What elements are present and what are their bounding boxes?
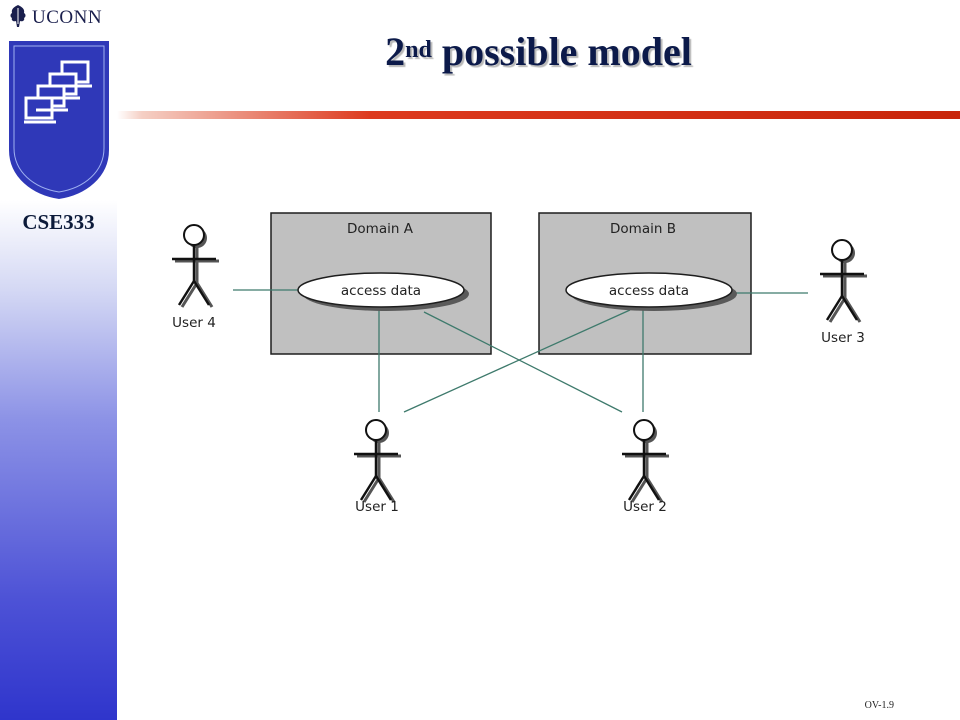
domain-b-label: Domain B	[610, 221, 676, 237]
title-prefix: 2	[385, 29, 406, 74]
uconn-brand: UCONN	[8, 4, 103, 33]
use-case-a	[297, 272, 465, 308]
actor-user-4-label: User 4	[172, 315, 216, 331]
use-case-a-label: access data	[341, 283, 421, 299]
course-code: CSE333	[22, 210, 95, 234]
cse-seal-logo	[4, 38, 114, 202]
oak-leaf-icon	[8, 4, 28, 33]
slide-title: 2nd possible model	[117, 28, 960, 76]
title-superscript: nd	[405, 37, 432, 63]
domain-a-label: Domain A	[347, 221, 414, 237]
title-underline	[117, 111, 960, 119]
actor-user-1-label: User 1	[355, 499, 399, 515]
association-lines	[233, 289, 808, 413]
use-case-b-label: access data	[609, 283, 689, 299]
title-suffix: possible model	[431, 29, 692, 74]
actor-user-2-icon	[622, 419, 669, 503]
actor-user-1-icon	[354, 419, 401, 503]
brand-text: UCONN	[32, 7, 103, 28]
actor-user-3-icon	[820, 239, 867, 323]
assoc-user2-a	[423, 311, 623, 413]
slide-footer: OV-1.9	[864, 700, 894, 711]
assoc-user1-b	[403, 309, 631, 413]
actor-user-3-label: User 3	[821, 330, 865, 346]
actor-user-2-label: User 2	[623, 499, 667, 515]
actor-user-4-icon	[172, 224, 219, 308]
use-case-b	[565, 272, 733, 308]
